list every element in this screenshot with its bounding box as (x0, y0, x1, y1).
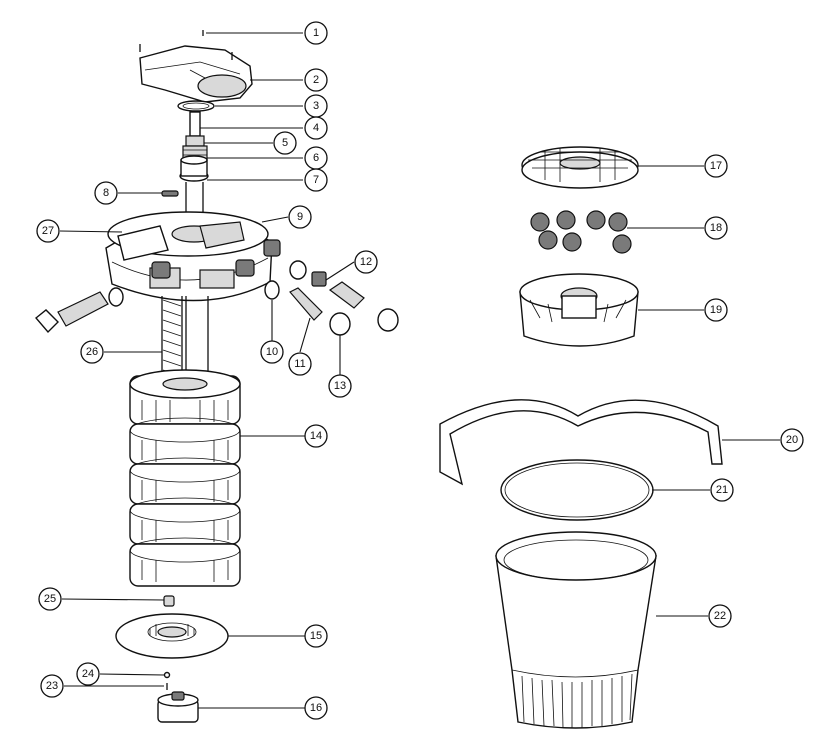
callout-27: 27 (36, 219, 60, 243)
part-16-foot (157, 691, 199, 723)
part-2-lid-handle (139, 44, 253, 103)
callout-4: 4 (304, 116, 328, 140)
callout-21-label: 21 (716, 484, 728, 496)
callout-26-label: 26 (86, 346, 98, 358)
callout-7-label: 7 (313, 174, 319, 186)
callout-17: 17 (704, 154, 728, 178)
callout-10-label: 10 (266, 346, 278, 358)
callout-24: 24 (76, 662, 100, 686)
part-3-oring (177, 100, 215, 112)
callout-20: 20 (780, 428, 804, 452)
callout-7: 7 (304, 168, 328, 192)
callout-2-label: 2 (313, 74, 319, 86)
part-4-shaft (189, 111, 201, 137)
part-5-bushing (185, 135, 205, 147)
part-8-pin (161, 190, 179, 197)
part-11-hose-nozzle (289, 287, 323, 321)
callout-11-label: 11 (294, 358, 305, 370)
callout-23: 23 (40, 674, 64, 698)
left-hose-fittings (34, 287, 124, 334)
part-25-cap (163, 595, 175, 607)
callout-1: 1 (304, 21, 328, 45)
part-10-oring (264, 280, 280, 300)
callout-13: 13 (328, 374, 352, 398)
callout-26: 26 (80, 340, 104, 364)
callout-18-label: 18 (710, 222, 722, 234)
callout-25: 25 (38, 587, 62, 611)
callout-9: 9 (288, 205, 312, 229)
callout-12-label: 12 (360, 256, 372, 268)
part-19-basket (519, 273, 639, 347)
part-22-container (495, 531, 657, 729)
callout-16-label: 16 (310, 702, 322, 714)
part-18-bio-balls (530, 210, 632, 254)
callout-4-label: 4 (313, 122, 319, 134)
callout-9-label: 9 (297, 211, 303, 223)
callout-15-label: 15 (310, 630, 322, 642)
callout-22: 22 (708, 604, 732, 628)
callout-17-label: 17 (710, 160, 722, 172)
part-15-base-plate (115, 613, 229, 659)
callout-18: 18 (704, 216, 728, 240)
callout-20-label: 20 (786, 434, 798, 446)
callout-14: 14 (304, 424, 328, 448)
part-12-fitting (311, 271, 365, 309)
callout-5: 5 (273, 131, 297, 155)
callout-11: 11 (288, 352, 312, 376)
callout-1-label: 1 (313, 27, 319, 39)
callout-25-label: 25 (44, 593, 56, 605)
callout-22-label: 22 (714, 610, 726, 622)
callout-10: 10 (260, 340, 284, 364)
callout-15: 15 (304, 624, 328, 648)
callout-8: 8 (94, 181, 118, 205)
part-26-tube (161, 296, 209, 382)
callout-6: 6 (304, 146, 328, 170)
callout-24-label: 24 (82, 668, 94, 680)
callout-2: 2 (304, 68, 328, 92)
callout-21: 21 (710, 478, 734, 502)
callout-5-label: 5 (282, 137, 288, 149)
part-7-collar (179, 155, 209, 182)
part-17-grid-plate (521, 146, 639, 189)
callout-27-label: 27 (42, 225, 54, 237)
part-13-nut (289, 260, 399, 336)
callout-19: 19 (704, 298, 728, 322)
part-24-washer (163, 671, 171, 679)
part-21-seal-ring (500, 459, 654, 521)
part-14-filter-stack (129, 369, 241, 587)
callout-19-label: 19 (710, 304, 722, 316)
callout-3: 3 (304, 94, 328, 118)
callout-3-label: 3 (313, 100, 319, 112)
callout-14-label: 14 (310, 430, 322, 442)
callout-23-label: 23 (46, 680, 58, 692)
callout-12: 12 (354, 250, 378, 274)
callout-16: 16 (304, 696, 328, 720)
callout-6-label: 6 (313, 152, 319, 164)
part-27-housing (105, 211, 281, 302)
callout-13-label: 13 (334, 380, 346, 392)
callout-8-label: 8 (103, 187, 109, 199)
part-20-clamp (439, 399, 723, 486)
leader-lines (59, 32, 780, 709)
